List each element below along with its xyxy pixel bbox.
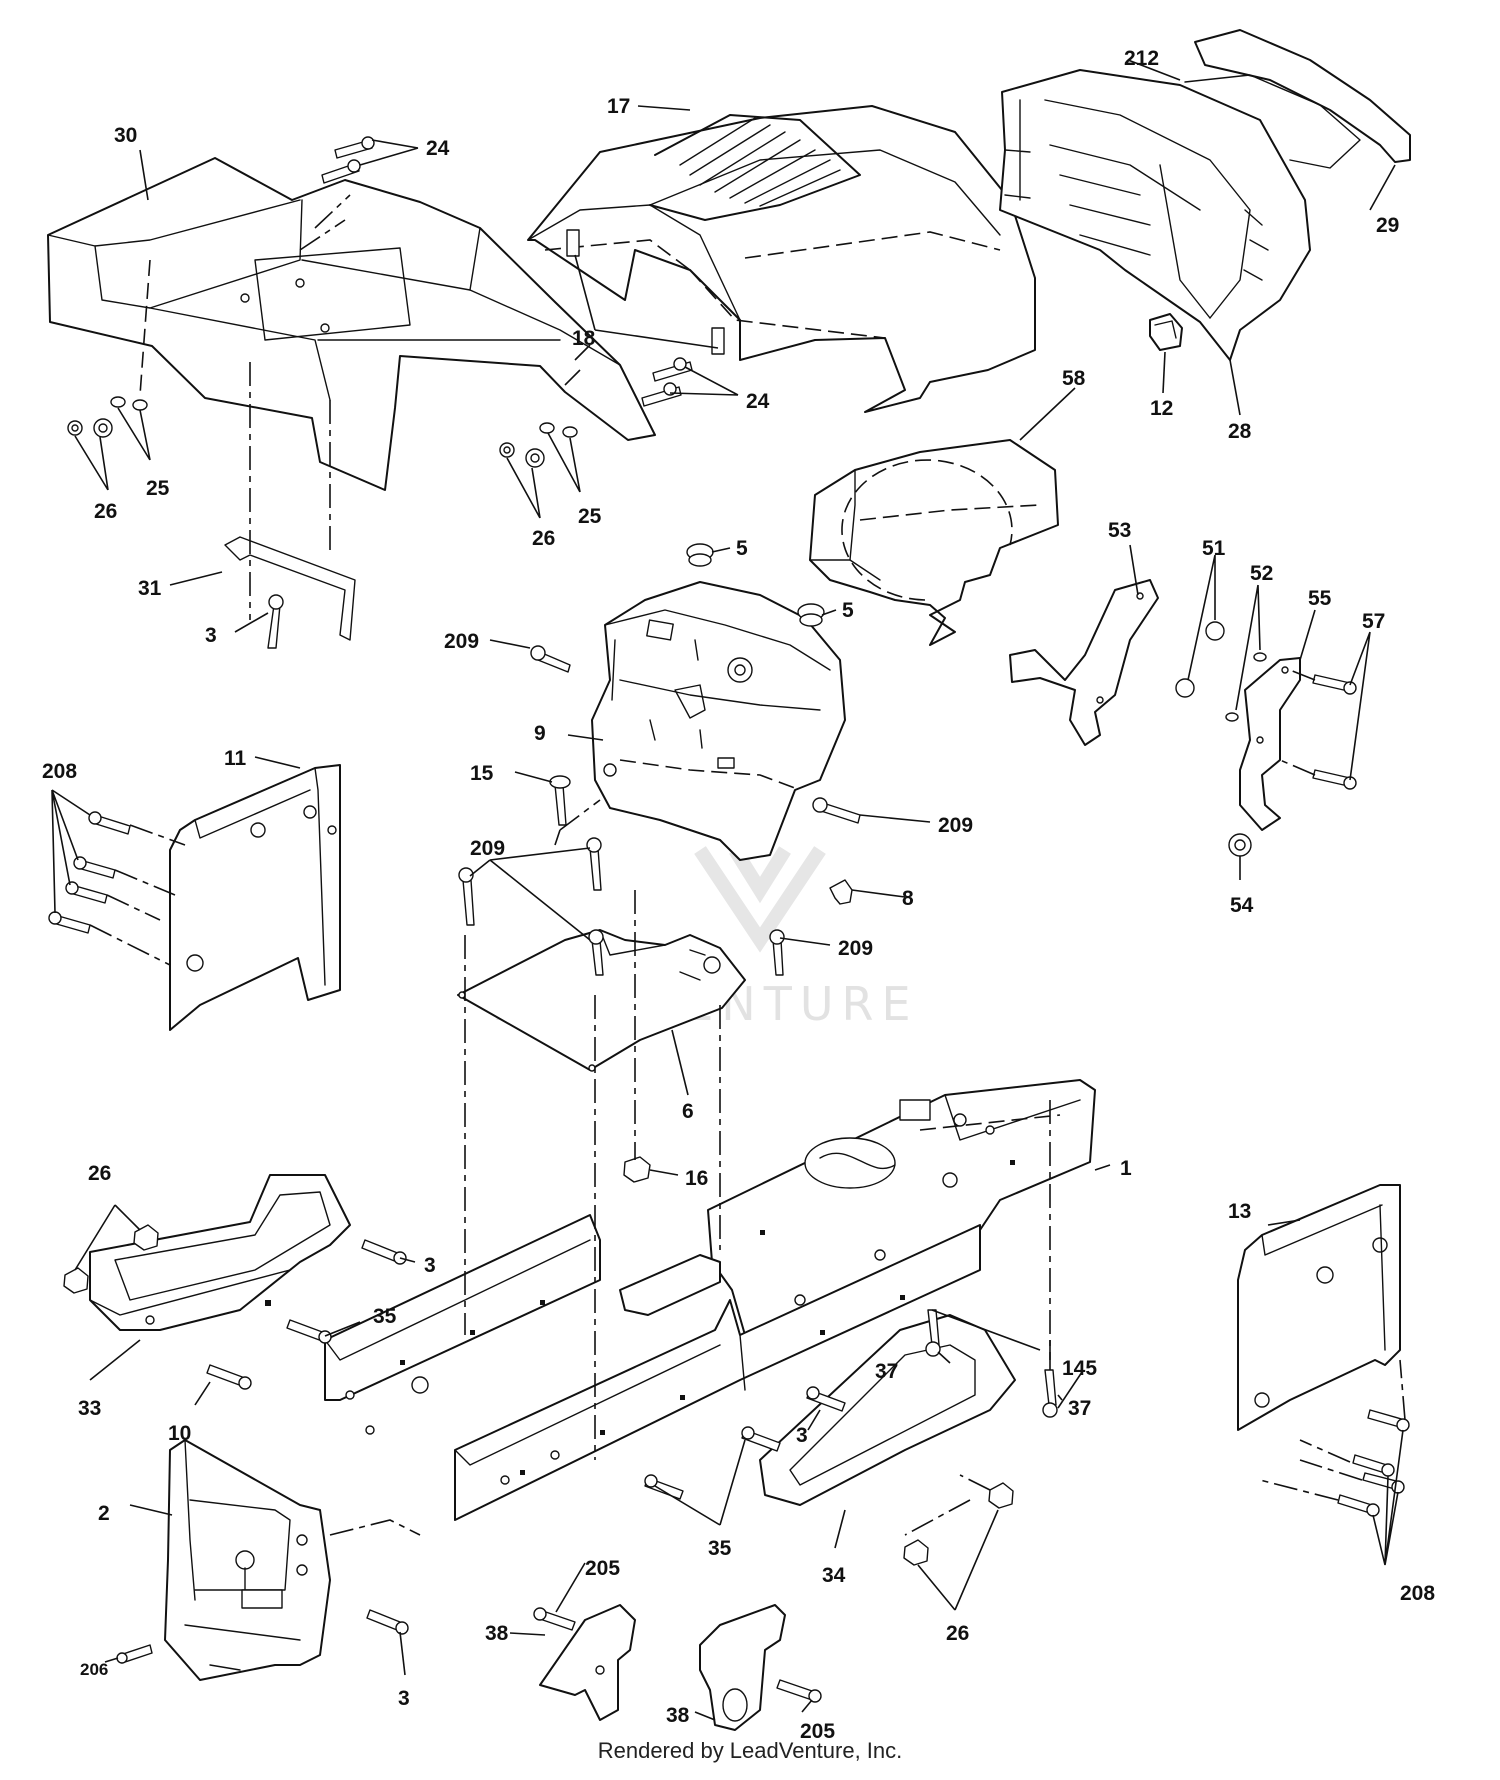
callout-5: 5 — [736, 537, 748, 560]
part-side-panel-11[interactable] — [169, 764, 341, 1031]
callout-18: 18 — [572, 327, 596, 350]
callout-3b: 3 — [424, 1254, 436, 1277]
callout-57: 57 — [1362, 610, 1385, 633]
callout-24: 24 — [426, 137, 450, 160]
part-bracket-38b[interactable] — [699, 1604, 786, 1731]
part-front-plate-2[interactable] — [164, 1439, 331, 1681]
part-grille-housing[interactable] — [999, 69, 1311, 361]
callout-11: 11 — [224, 747, 247, 770]
callout-26c: 26 — [88, 1162, 111, 1185]
callout-8: 8 — [902, 887, 914, 910]
callout-29: 29 — [1376, 214, 1399, 237]
callout-24b: 24 — [746, 390, 770, 413]
callout-205b: 205 — [800, 1720, 835, 1743]
part-tray-34[interactable] — [759, 1314, 1016, 1506]
callout-38b: 38 — [666, 1704, 690, 1727]
watermark-logo-icon — [694, 846, 826, 953]
callout-30: 30 — [114, 124, 137, 147]
callout-26: 26 — [94, 500, 117, 523]
footer-credit: Rendered by LeadVenture, Inc. — [597, 1738, 903, 1763]
part-rear-fender[interactable] — [47, 157, 656, 491]
assembly-lines — [89, 194, 1406, 1536]
callout-13: 13 — [1228, 1200, 1251, 1223]
callout-53: 53 — [1108, 519, 1131, 542]
part-clip-12[interactable] — [1149, 313, 1183, 351]
callout-37: 37 — [875, 1360, 898, 1383]
part-bracket-38a[interactable] — [539, 1604, 636, 1721]
fasteners — [48, 136, 1410, 1703]
part-bracket-55[interactable] — [1239, 657, 1301, 831]
callout-31: 31 — [138, 577, 162, 600]
callout-35: 35 — [373, 1305, 397, 1328]
callout-58: 58 — [1062, 367, 1086, 390]
callout-54: 54 — [1230, 894, 1254, 917]
callout-51: 51 — [1202, 537, 1226, 560]
callout-labels: 30 24 17 212 29 18 24 12 28 26 25 26 25 … — [42, 47, 1435, 1743]
callout-28: 28 — [1228, 420, 1252, 443]
callout-25b: 25 — [578, 505, 602, 528]
part-main-frame[interactable] — [324, 1079, 1096, 1521]
callout-2: 2 — [98, 1502, 110, 1525]
callout-25: 25 — [146, 477, 170, 500]
part-hood[interactable] — [527, 105, 1036, 413]
callout-26d: 26 — [946, 1622, 969, 1645]
callout-52: 52 — [1250, 562, 1273, 585]
part-bracket-53[interactable] — [1009, 579, 1159, 746]
callout-205: 205 — [585, 1557, 620, 1580]
callout-10: 10 — [168, 1422, 191, 1445]
callout-206: 206 — [80, 1660, 108, 1679]
callout-37b: 37 — [1068, 1397, 1091, 1420]
callout-34: 34 — [822, 1564, 846, 1587]
part-side-panel-13[interactable] — [1237, 1184, 1401, 1431]
callout-12: 12 — [1150, 397, 1173, 420]
callout-145: 145 — [1062, 1357, 1097, 1380]
callout-16: 16 — [685, 1167, 708, 1190]
leader-lines — [51, 59, 1404, 1721]
callout-26b: 26 — [532, 527, 555, 550]
callout-55: 55 — [1308, 587, 1332, 610]
part-headlight-lens[interactable] — [1184, 29, 1411, 169]
callout-208b: 208 — [1400, 1582, 1435, 1605]
callout-33: 33 — [78, 1397, 101, 1420]
callout-212: 212 — [1124, 47, 1159, 70]
part-shroud-58[interactable] — [809, 439, 1059, 646]
callout-3: 3 — [205, 624, 217, 647]
frame-holes — [345, 1113, 1015, 1485]
callout-3c: 3 — [796, 1424, 808, 1447]
callout-6: 6 — [682, 1100, 694, 1123]
callout-209d: 209 — [838, 937, 873, 960]
callout-9: 9 — [534, 722, 546, 745]
callout-1: 1 — [1120, 1157, 1132, 1180]
callout-38: 38 — [485, 1622, 509, 1645]
callout-3d: 3 — [398, 1687, 410, 1710]
callout-5b: 5 — [842, 599, 854, 622]
callout-209: 209 — [444, 630, 479, 653]
callout-208: 208 — [42, 760, 77, 783]
callout-209c: 209 — [470, 837, 505, 860]
callout-17: 17 — [607, 95, 630, 118]
part-dash-panel[interactable] — [591, 581, 846, 861]
callout-15: 15 — [470, 762, 494, 785]
callout-209b: 209 — [938, 814, 973, 837]
callout-35b: 35 — [708, 1537, 732, 1560]
part-tray-33[interactable] — [89, 1174, 351, 1331]
